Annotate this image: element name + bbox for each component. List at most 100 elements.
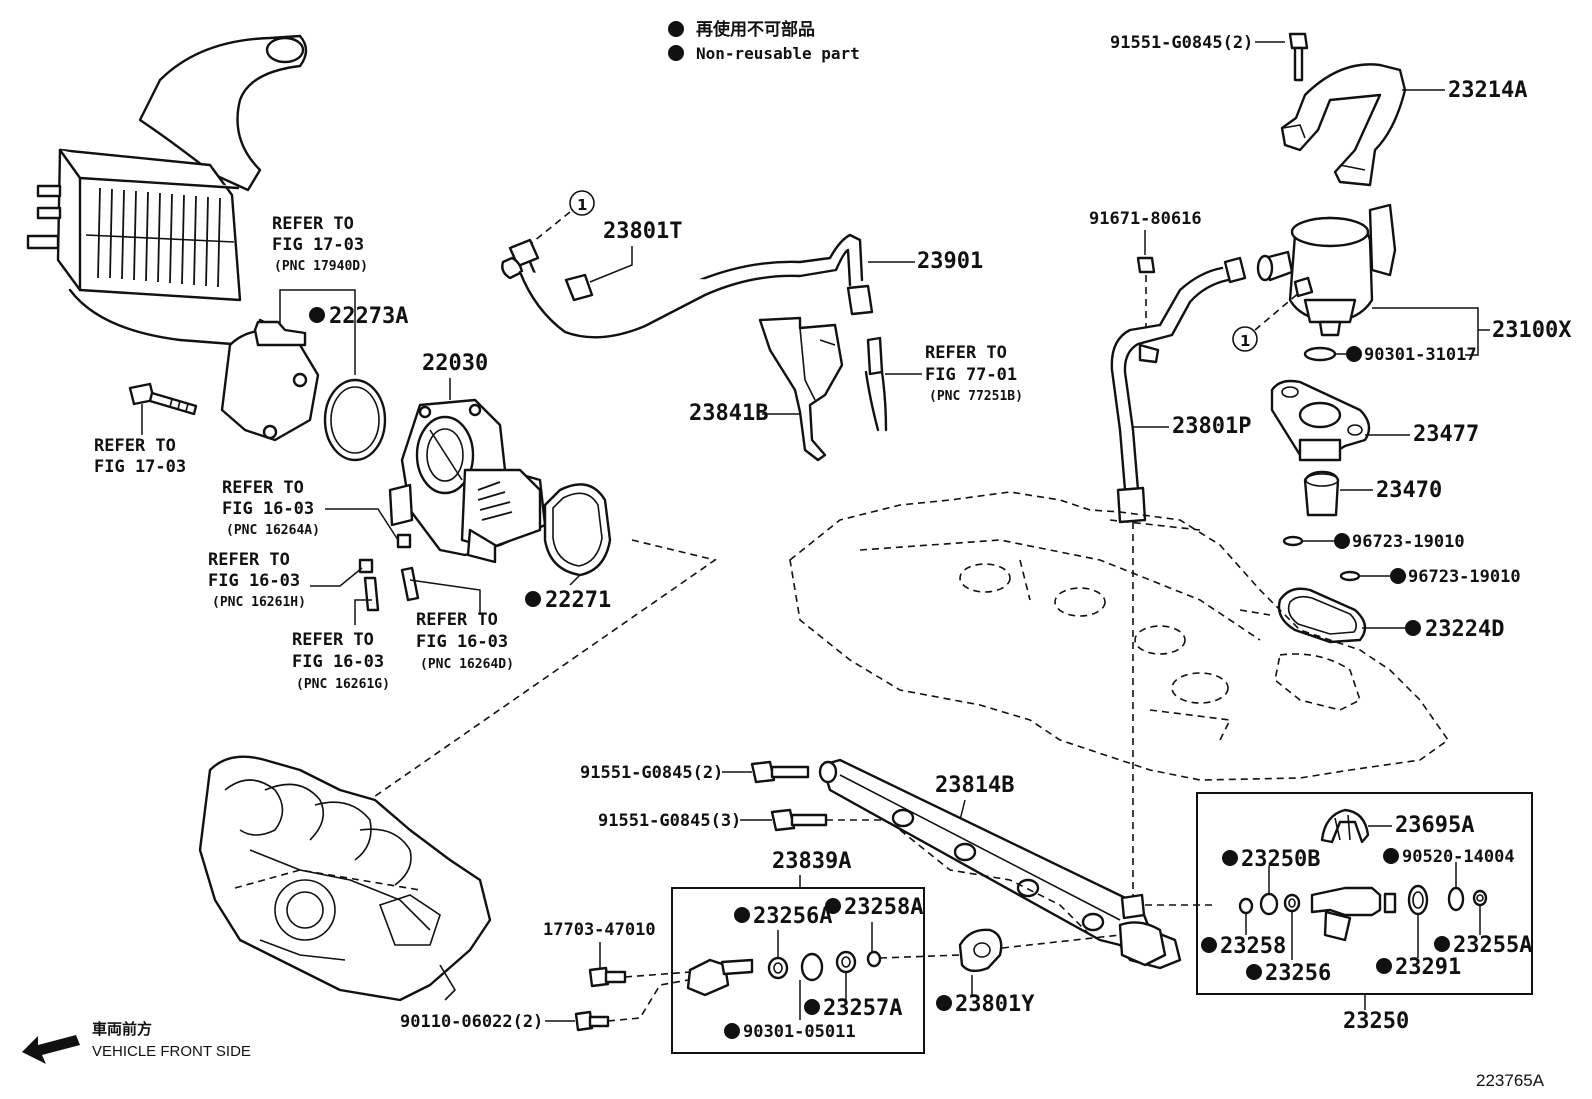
pressure-sensor-drawing: [686, 950, 882, 997]
o-ring-drawing: [1303, 346, 1337, 362]
bolt-drawing: [770, 808, 900, 832]
reference-note: REFER TO FIG 17-03 (PNC 17940D): [272, 214, 368, 375]
part-label-91671-80616: 91671-80616: [1089, 209, 1202, 229]
part-label-22273a: 22273A: [329, 304, 408, 329]
intake-manifold-drawing: [198, 755, 492, 1002]
reference-line3: (PNC 16264D): [420, 657, 514, 672]
non-reusable-marker-icon: [825, 898, 841, 914]
part-label-23100x: 23100X: [1492, 318, 1571, 343]
reference-note: REFER TO FIG 17-03: [94, 404, 186, 477]
fuel-pump-drawing: [1256, 203, 1397, 337]
part-label-91551-g0845-2: 91551-G0845(2): [580, 763, 723, 783]
bolt-drawing: [588, 966, 691, 988]
non-reusable-marker-icon: [1246, 964, 1262, 980]
reference-note: REFER TO FIG 16-03 (PNC 16261G): [292, 599, 390, 692]
part-label-23250: 23250: [1343, 1009, 1409, 1034]
reference-line2: FIG 16-03: [416, 632, 508, 652]
reference-note: REFER TO FIG 16-03 (PNC 16264A): [222, 478, 399, 541]
cylinder-head-phantom-drawing: [789, 491, 1450, 781]
part-label-90520-14004: 90520-14004: [1402, 847, 1515, 867]
part-label-23258: 23258: [1220, 934, 1286, 959]
reference-line1: REFER TO: [292, 630, 374, 650]
intercooler-drawing: [26, 34, 320, 442]
part-label-23258a: 23258A: [844, 895, 923, 920]
non-reusable-marker-icon: [804, 999, 820, 1015]
reference-line2: FIG 77-01: [925, 365, 1017, 385]
injector-clamp-drawing: [1320, 808, 1370, 844]
non-reusable-marker-icon: [1346, 346, 1362, 362]
part-label-23224d: 23224D: [1425, 617, 1504, 642]
kit-box-23839a: [671, 887, 925, 1054]
part-label-23291: 23291: [1395, 955, 1461, 980]
gasket-drawing: [543, 483, 612, 586]
non-reusable-marker-icon: [1334, 533, 1350, 549]
reference-line3: (PNC 17940D): [274, 259, 368, 274]
bracket-drawing: [758, 316, 844, 462]
part-label-23250b: 23250B: [1241, 847, 1320, 872]
part-label-90301-31017: 90301-31017: [1364, 345, 1477, 365]
part-label-23801y: 23801Y: [955, 992, 1035, 1017]
part-label-22271: 22271: [545, 588, 611, 613]
part-label-90301-05011: 90301-05011: [743, 1022, 856, 1042]
reference-note: REFER TO FIG 16-03 (PNC 16264D): [409, 579, 514, 672]
non-reusable-marker-icon: [309, 307, 325, 323]
reference-line2: FIG 16-03: [208, 571, 300, 591]
part-label-23477: 23477: [1413, 422, 1479, 447]
lifter-drawing: [1303, 470, 1340, 517]
gasket-drawing: [323, 378, 387, 462]
part-label-96723-19010: 96723-19010: [1408, 567, 1521, 587]
throttle-body-drawing: [388, 398, 547, 564]
part-label-23801p: 23801P: [1172, 414, 1251, 439]
reference-line3: (PNC 16261G): [296, 677, 390, 692]
o-ring-drawing: [1282, 535, 1304, 547]
fuel-rail-drawing: [818, 758, 1215, 970]
non-reusable-marker-icon: [724, 1023, 740, 1039]
figure-id: 223765A: [1476, 1071, 1545, 1090]
legend-label-en: Non-reusable part: [696, 44, 860, 63]
legend: 再使用不可部品 Non-reusable part: [668, 19, 860, 63]
part-label-23839a: 23839A: [772, 849, 851, 874]
non-reusable-marker-icon: [1376, 958, 1392, 974]
direction-label-en: VEHICLE FRONT SIDE: [92, 1043, 251, 1060]
part-label-91551-g0845-3: 91551-G0845(3): [598, 811, 741, 831]
sensor-drawing: [864, 336, 888, 432]
non-reusable-marker-icon: [1390, 568, 1406, 584]
vehicle-front-indicator: 車両前方 VEHICLE FRONT SIDE: [22, 1020, 251, 1064]
o-ring-drawing: [1339, 570, 1361, 582]
part-label-17703-47010: 17703-47010: [543, 920, 656, 940]
pump-base-drawing: [1270, 379, 1371, 462]
bolt-drawing: [1288, 32, 1309, 82]
part-label-23841b: 23841B: [689, 401, 768, 426]
reference-note: REFER TO FIG 77-01 (PNC 77251B): [885, 343, 1023, 404]
assembly-guide-line: [1001, 934, 1121, 949]
part-label-96723-19010: 96723-19010: [1352, 532, 1465, 552]
assembly-guide-line: [527, 211, 571, 247]
reference-line1: REFER TO: [94, 436, 176, 456]
fuel-pipe-drawing: [1110, 256, 1247, 900]
assembly-guide-line: [1254, 291, 1301, 331]
reference-line2: FIG 17-03: [272, 235, 364, 255]
part-label-23470: 23470: [1376, 478, 1442, 503]
bolt-drawing: [750, 760, 810, 784]
reference-line1: REFER TO: [925, 343, 1007, 363]
non-reusable-marker-icon: [1405, 620, 1421, 636]
reference-line1: REFER TO: [272, 214, 354, 234]
part-label-23256a: 23256A: [753, 904, 832, 929]
gasket-drawing: [1277, 587, 1367, 644]
reference-line1: REFER TO: [208, 550, 290, 570]
part-label-90110-06022-2: 90110-06022(2): [400, 1012, 543, 1032]
circle-marker-number: 1: [1240, 332, 1250, 350]
circle-marker: 1: [1232, 326, 1258, 352]
reference-line2: FIG 16-03: [222, 499, 314, 519]
assembly-guide-line: [239, 539, 717, 891]
part-label-23901: 23901: [917, 249, 983, 274]
part-label-23256: 23256: [1265, 961, 1331, 986]
assembly-guide-line: [879, 954, 961, 959]
non-reusable-marker-icon: [1201, 937, 1217, 953]
part-label-91551-g0845-2: 91551-G0845(2): [1110, 33, 1253, 53]
non-reusable-marker-icon: [525, 591, 541, 607]
part-label-23255a: 23255A: [1453, 933, 1532, 958]
non-reusable-marker-icon: [1434, 936, 1450, 952]
hose-fittings-drawing: [358, 533, 420, 612]
